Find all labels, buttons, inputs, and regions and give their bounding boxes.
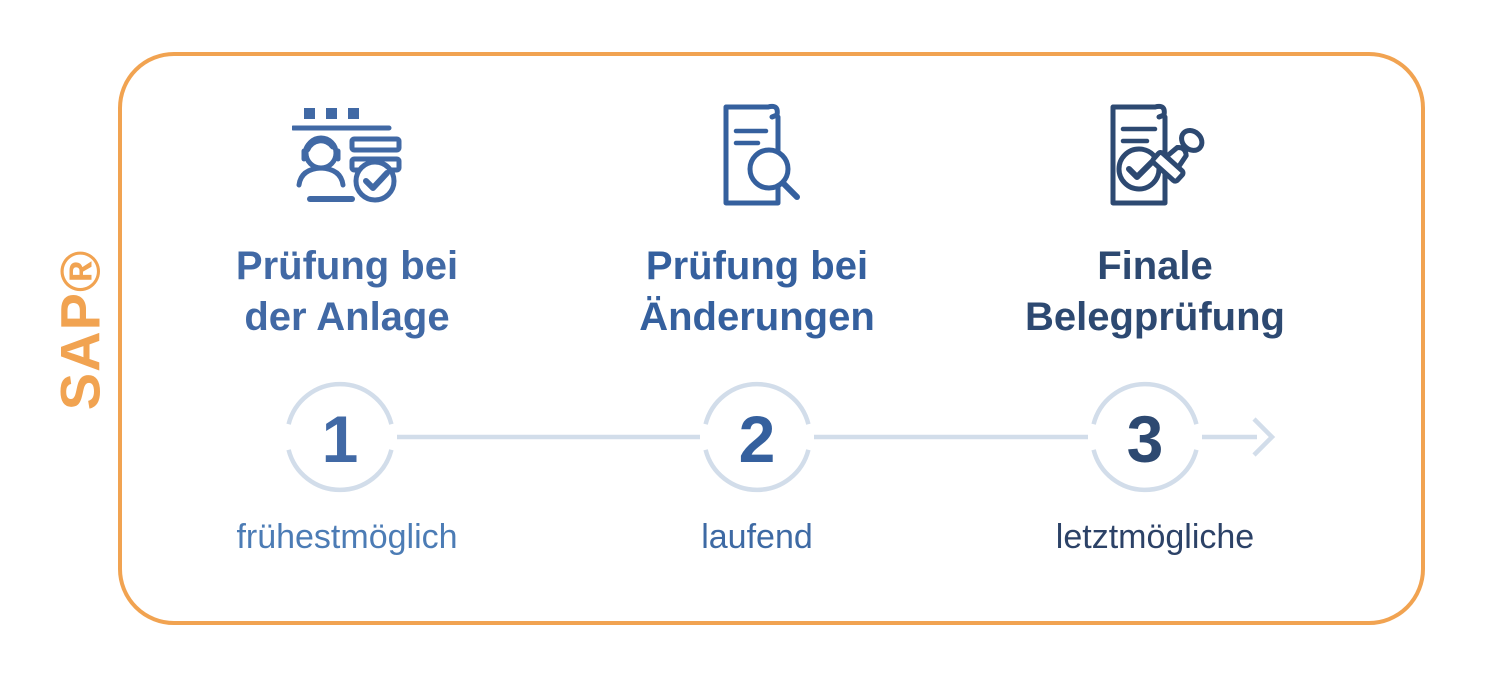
step3-icon-box — [975, 95, 1335, 215]
arrow-icon — [1252, 417, 1276, 457]
step2-icon-box — [577, 95, 937, 215]
step1-circle — [286, 449, 394, 493]
step-column-2: Prüfung bei Änderungen — [577, 95, 937, 343]
step1-icon-box — [167, 95, 527, 215]
step3-circle — [1091, 381, 1199, 425]
step2-circle — [703, 381, 811, 425]
step2-title-line2: Änderungen — [639, 295, 875, 339]
step-column-3: Finale Belegprüfung — [975, 95, 1335, 343]
step3-number: 3 — [1127, 402, 1164, 476]
document-search-icon — [723, 103, 800, 205]
step3-title-line1: Finale — [1097, 244, 1213, 288]
step3-circle — [1091, 449, 1199, 493]
step3-title: Finale Belegprüfung — [975, 241, 1335, 343]
step2-title-line1: Prüfung bei — [645, 244, 869, 288]
document-stamp-check-icon — [1110, 103, 1204, 205]
step1-caption: frühestmöglich — [236, 518, 458, 556]
step1-title-line1: Prüfung bei — [235, 244, 459, 288]
step2-circle — [703, 449, 811, 493]
step1-title: Prüfung bei der Anlage — [167, 241, 527, 343]
step1-circle — [286, 381, 394, 425]
step3-title-line2: Belegprüfung — [1025, 295, 1285, 339]
step2-caption: laufend — [701, 518, 813, 556]
step1-title-line2: der Anlage — [244, 295, 450, 339]
step1-number: 1 — [322, 402, 359, 476]
person-check-form-icon — [292, 107, 402, 202]
step-column-1: Prüfung bei der Anlage — [167, 95, 527, 343]
step2-title: Prüfung bei Änderungen — [577, 241, 937, 343]
step3-caption: letztmögliche — [1055, 518, 1255, 556]
frame-border — [118, 52, 1425, 625]
step2-number: 2 — [739, 402, 776, 476]
